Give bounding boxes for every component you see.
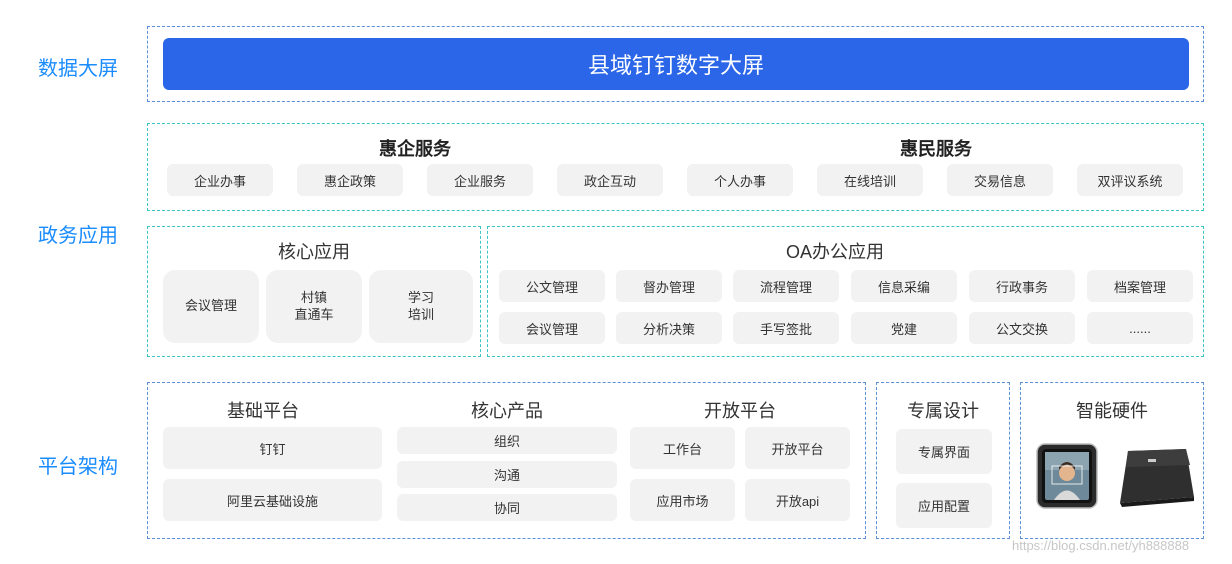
oa-app-item[interactable]: 手写签批 [733,312,839,344]
base-platform-aliyun[interactable]: 阿里云基础设施 [163,479,382,521]
banner-title[interactable]: 县域钉钉数字大屏 [163,38,1189,90]
smart-hardware-section [1020,382,1204,539]
services-section [147,123,1204,211]
custom-design-title: 专属设计 [907,401,979,421]
base-platform-dingtalk[interactable]: 钉钉 [163,427,382,469]
base-platform-title: 基础平台 [227,401,299,421]
core-apps-title: 核心应用 [278,242,350,262]
label-platform: 平台架构 [38,456,118,478]
face-terminal-icon [1036,443,1098,509]
platform-main-section [147,382,866,539]
service-item[interactable]: 企业服务 [427,164,533,196]
service-item[interactable]: 惠企政策 [297,164,403,196]
open-platform-title: 开放平台 [704,401,776,421]
custom-design-config[interactable]: 应用配置 [896,483,992,528]
core-product-item[interactable]: 协同 [397,494,617,521]
watermark: https://blog.csdn.net/yh888888 [1012,538,1190,553]
citizen-services-title: 惠民服务 [900,139,972,159]
oa-apps-section [487,226,1204,357]
oa-app-item[interactable]: 党建 [851,312,957,344]
oa-app-item[interactable]: 行政事务 [969,270,1075,302]
service-item[interactable]: 在线培训 [817,164,923,196]
oa-app-item[interactable]: 公文交换 [969,312,1075,344]
oa-app-item[interactable]: ...... [1087,312,1193,344]
oa-app-item[interactable]: 档案管理 [1087,270,1193,302]
core-app-learning[interactable]: 学习 培训 [369,270,473,343]
open-platform-item[interactable]: 工作台 [630,427,735,469]
core-app-village[interactable]: 村镇 直通车 [266,270,362,343]
label-data-screen: 数据大屏 [38,58,118,80]
open-platform-item[interactable]: 开放api [745,479,850,521]
service-item[interactable]: 个人办事 [687,164,793,196]
custom-design-section [876,382,1010,539]
service-item[interactable]: 交易信息 [947,164,1053,196]
data-screen-section [147,26,1204,102]
oa-app-item[interactable]: 信息采编 [851,270,957,302]
core-app-meeting[interactable]: 会议管理 [163,270,259,343]
core-product-item[interactable]: 沟通 [397,461,617,488]
oa-app-item[interactable]: 公文管理 [499,270,605,302]
service-item[interactable]: 企业办事 [167,164,273,196]
open-platform-item[interactable]: 应用市场 [630,479,735,521]
label-gov-apps: 政务应用 [38,225,118,247]
oa-app-item[interactable]: 分析决策 [616,312,722,344]
smart-hardware-title: 智能硬件 [1076,401,1148,421]
open-platform-item[interactable]: 开放平台 [745,427,850,469]
core-products-title: 核心产品 [471,401,543,421]
oa-app-item[interactable]: 流程管理 [733,270,839,302]
service-item[interactable]: 政企互动 [557,164,663,196]
oa-app-item[interactable]: 会议管理 [499,312,605,344]
custom-design-ui[interactable]: 专属界面 [896,429,992,474]
service-item[interactable]: 双评议系统 [1077,164,1183,196]
core-product-item[interactable]: 组织 [397,427,617,454]
core-apps-section [147,226,481,357]
enterprise-services-title: 惠企服务 [379,139,451,159]
smart-box-icon [1110,443,1198,509]
oa-app-item[interactable]: 督办管理 [616,270,722,302]
oa-apps-title: OA办公应用 [785,242,884,262]
